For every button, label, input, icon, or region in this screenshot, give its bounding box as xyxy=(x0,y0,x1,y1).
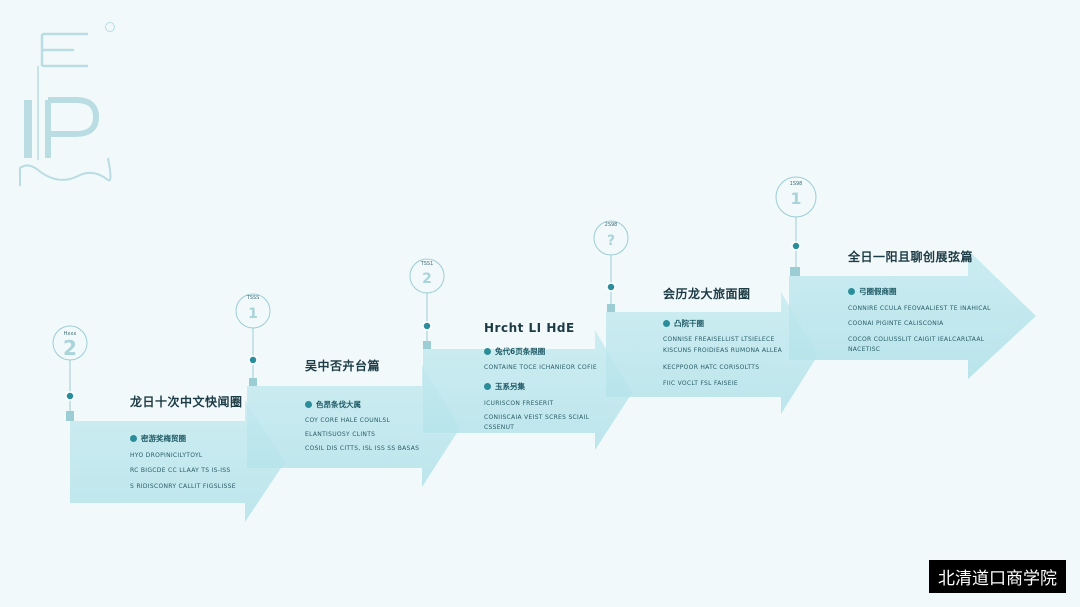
pin-3 xyxy=(409,258,445,349)
step-3-subtitle-2: 玉系另集 xyxy=(484,381,525,392)
step-5-bullet-3: COCOR COLIUSSLIT CAIGIT IEALCARLTAAL xyxy=(848,336,985,343)
pin-4-number: ? xyxy=(607,233,615,249)
watermark-label: 北清道口商学院 xyxy=(929,560,1066,593)
step-1-subtitle: 密游奖梅贸圈 xyxy=(130,433,186,444)
bullet-dot-icon xyxy=(130,435,137,442)
step-2-bullet-3: COSIL DIS CITTS, ISL ISS SS BASAS xyxy=(305,445,420,452)
step-arrow-1 xyxy=(70,400,285,522)
step-4-bullet-3: KECPPOOR HATC CORISOLTTS xyxy=(663,364,760,371)
step-3-bullet-1: CONTAINE TOCE ICHANIEOR COFIE xyxy=(484,364,597,371)
step-4-subtitle: 凸院干圈 xyxy=(663,318,704,329)
pin-3-label: TSS1 xyxy=(420,261,434,267)
step-3-title: Hrcht LI HdE xyxy=(484,321,575,335)
pin-2-number: 1 xyxy=(248,306,258,322)
pin-5-number: 1 xyxy=(790,189,801,208)
pin-3-number: 2 xyxy=(422,271,432,287)
pin-1-number: 2 xyxy=(63,336,77,360)
bullet-dot-icon xyxy=(305,401,312,408)
step-3-subtitle: 兔代6页条限圈 xyxy=(484,346,545,357)
step-4-bullet-1: CONNISE FREAISELLIST LTSIELECE xyxy=(663,336,775,343)
step-arrow-4 xyxy=(606,292,818,414)
pin-4 xyxy=(593,220,629,312)
step-arrow-5 xyxy=(789,250,1036,379)
step-1-bullet-1: HYO DROPINICILYTOYL xyxy=(130,452,203,459)
step-5-bullet-1: CONNIRE CCULA FEOVAALIEST TE INAHICAL xyxy=(848,305,991,312)
step-1-bullet-2: RC BIGCDE CC LLAAY TS IS-ISS xyxy=(130,467,231,474)
pin-2 xyxy=(235,293,271,386)
bullet-dot-icon xyxy=(848,288,855,295)
step-2-title: 吴中否卉台篇 xyxy=(305,359,381,373)
step-5-bullet-2: COONAI PIGINTE CALISCONIA xyxy=(848,320,944,327)
step-arrow-3 xyxy=(423,330,632,450)
step-arrow-2 xyxy=(247,365,460,487)
step-2-subtitle: 色昂条伐大属 xyxy=(305,399,361,410)
pin-1-label: Hxxx xyxy=(63,331,77,337)
bullet-dot-icon xyxy=(484,383,491,390)
step-1-bullet-3: S RIDISCONRY CALLIT FIGSLISSE xyxy=(130,483,236,490)
pin-5-label: 1S98 xyxy=(789,181,803,187)
step-3-bullet-3: CONIISCAIA VEIST SCRES SCIAIL xyxy=(484,414,590,421)
step-2-bullet-2: ELANTISUOSY CLINTS xyxy=(305,431,376,438)
step-2-bullet-1: COY CORE HALE COUNLSL xyxy=(305,417,391,424)
step-5-subtitle: 弓圈假商圈 xyxy=(848,286,897,297)
step-1-title: 龙日十次中文快闻圈 xyxy=(130,395,243,409)
pin-5 xyxy=(775,176,817,276)
bullet-dot-icon xyxy=(484,348,491,355)
step-3-bullet-4: CSSENUT xyxy=(484,424,515,431)
bullet-dot-icon xyxy=(663,320,670,327)
step-4-bullet-2: KISCUNS FROIDIEAS RUMONA ALLEA xyxy=(663,347,783,354)
ip-logo xyxy=(19,22,115,186)
step-3-bullet-2: ICURISCON FRESERIT xyxy=(484,400,554,407)
step-5-bullet-4: NACETISC xyxy=(848,346,881,353)
step-4-title: 会历龙大旅面圈 xyxy=(663,287,751,301)
pin-1 xyxy=(52,325,88,421)
pin-2-label: TSSS xyxy=(246,295,260,301)
step-4-bullet-4: FIIC VOCLT FSL FAISEIE xyxy=(663,380,739,387)
pin-4-label: 2S98 xyxy=(604,222,618,228)
step-5-title: 全日一阳且聊创展弦篇 xyxy=(848,250,974,264)
